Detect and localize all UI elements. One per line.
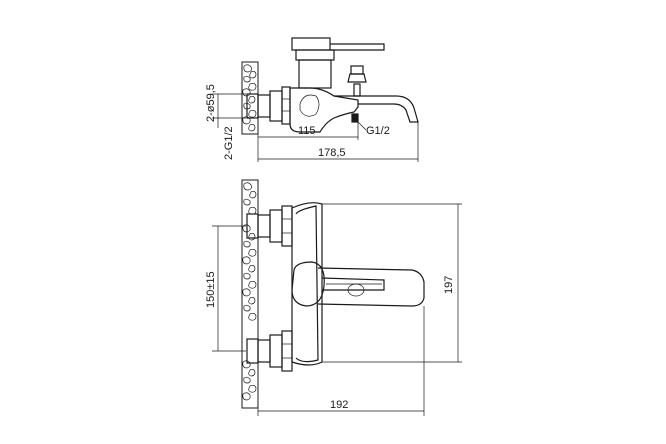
side-connector <box>246 86 291 125</box>
side-depth-inner-label: 115 <box>298 125 316 137</box>
side-diameter-label: 2-ø59,5 <box>205 84 217 122</box>
side-dimensions <box>212 93 419 162</box>
side-spout-thread-label: G1/2 <box>366 125 390 137</box>
side-thread-label: 2-G1/2 <box>223 126 235 160</box>
side-depth-total-label: 178,5 <box>318 147 346 159</box>
front-dimensions <box>212 203 462 416</box>
side-cartridge-lever <box>291 37 385 89</box>
front-height-label: 197 <box>443 276 455 294</box>
front-centers-label: 150±15 <box>205 271 217 308</box>
front-body <box>291 202 425 366</box>
front-connector-lower <box>246 330 293 372</box>
side-view: 2-ø59,5 2-G1/2 115 G1/2 178,5 <box>205 37 419 162</box>
front-view: 150±15 197 192 <box>205 179 462 416</box>
front-width-label: 192 <box>330 399 348 411</box>
side-body <box>289 65 419 133</box>
side-wall <box>241 61 259 135</box>
